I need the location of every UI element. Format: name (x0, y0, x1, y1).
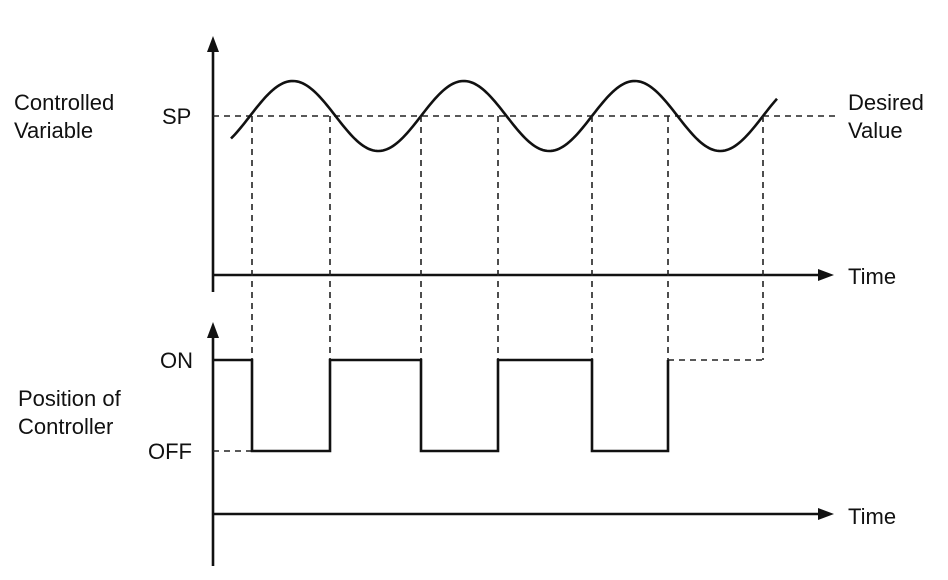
position-of-controller-label-line2: Controller (18, 414, 113, 439)
controlled-variable-plot (207, 36, 838, 292)
top-time-label: Time (848, 264, 896, 289)
top-time-axis-arrow (818, 269, 834, 281)
controlled-variable-label-line2: Variable (14, 118, 93, 143)
on-label: ON (160, 348, 193, 373)
setpoint-label: SP (162, 104, 191, 129)
desired-value-label-line1: Desired (848, 90, 924, 115)
position-of-controller-label-line1: Position of (18, 386, 122, 411)
bottom-time-axis-arrow (818, 508, 834, 520)
controller-position-plot (207, 322, 834, 566)
switching-projection-lines (251, 116, 764, 451)
bottom-time-label: Time (848, 504, 896, 529)
controlled-variable-label-line1: Controlled (14, 90, 114, 115)
controlled-variable-waveform (230, 79, 778, 153)
top-y-axis-arrow (207, 36, 219, 52)
controller-square-wave (250, 358, 670, 453)
bottom-y-axis-arrow (207, 322, 219, 338)
off-label: OFF (148, 439, 192, 464)
desired-value-label-line2: Value (848, 118, 903, 143)
